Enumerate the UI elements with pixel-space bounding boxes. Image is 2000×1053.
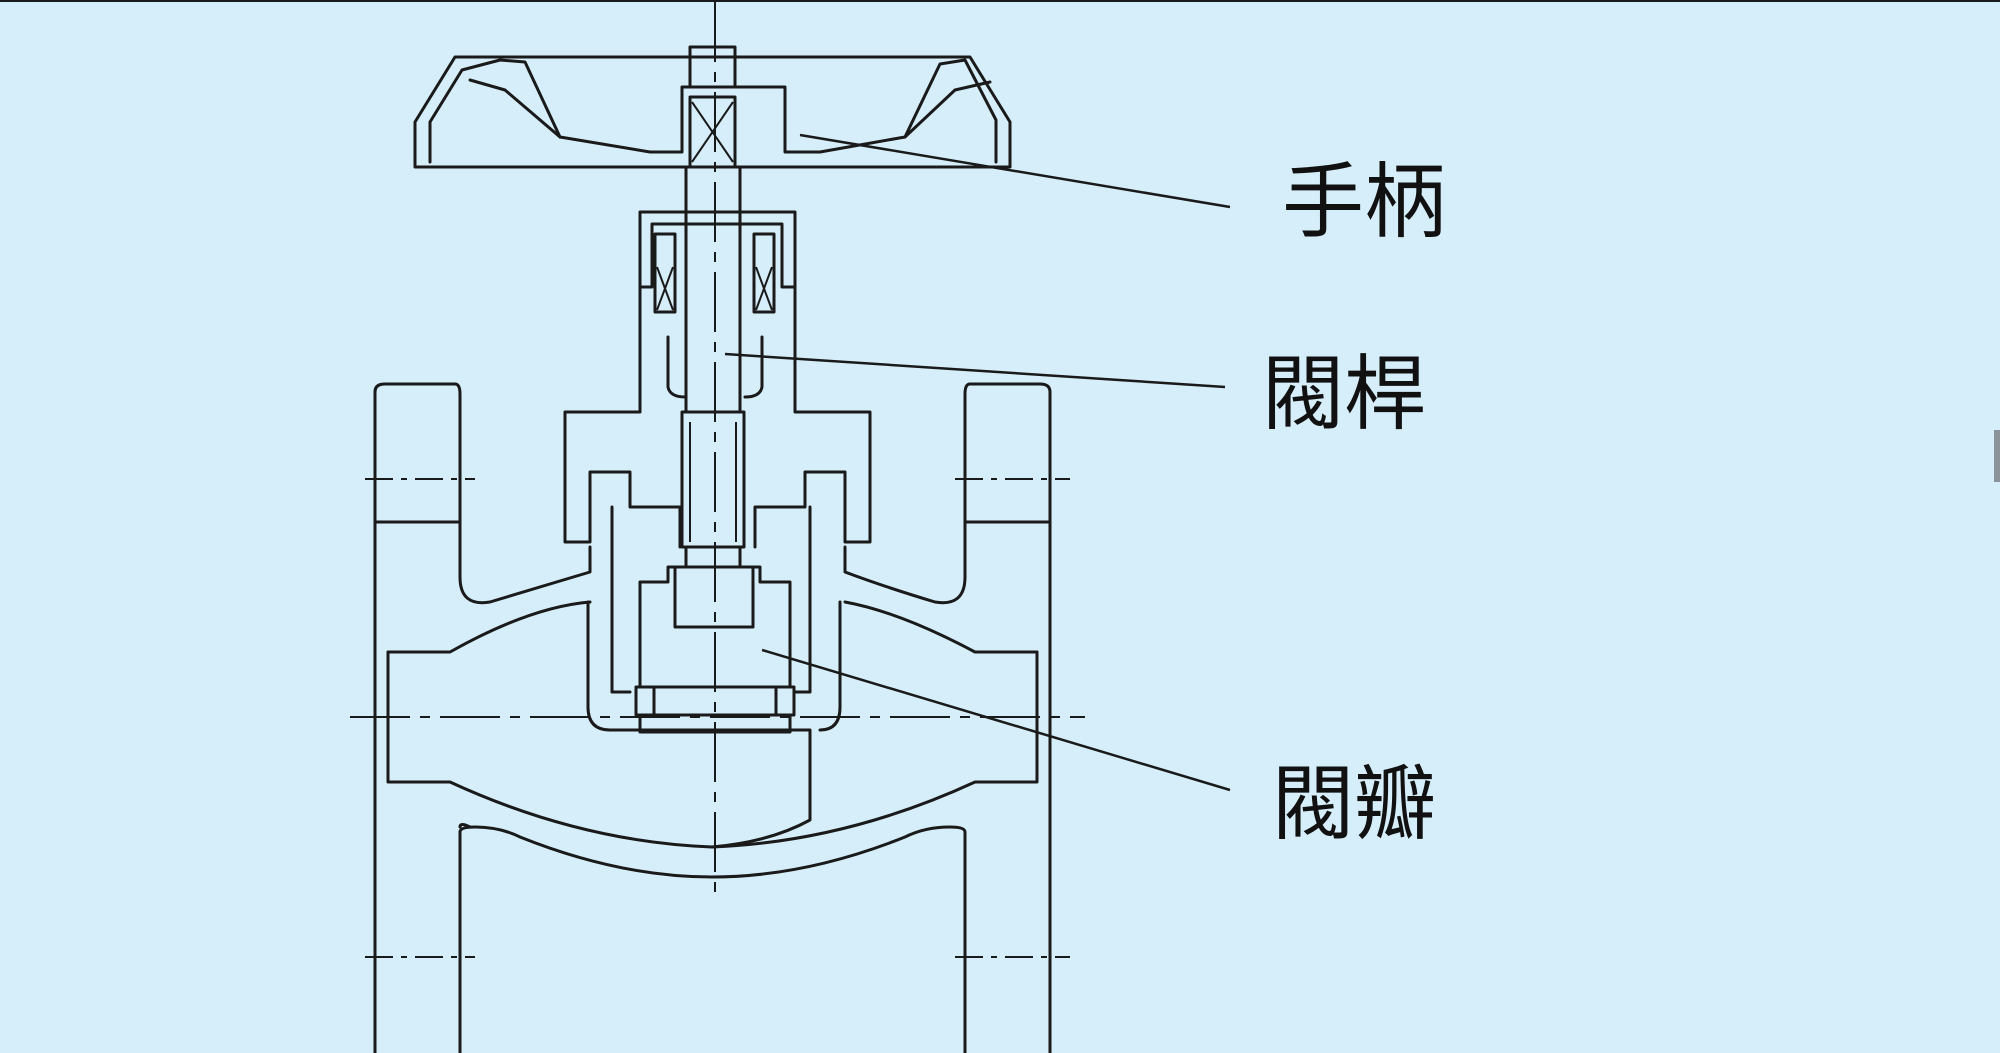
disc-leader-line [761,648,1231,792]
scrollbar-thumb[interactable] [1994,430,2000,482]
centerlines [350,2,1085,958]
valve-body [373,382,1052,1053]
handwheel [413,45,1012,169]
valve-stem [680,165,746,569]
handle-leader-line [799,133,1231,209]
disc-label: 閥瓣 [1272,757,1436,852]
packing-gland [563,210,872,549]
stem-leader-line [724,352,1226,389]
stem-label: 閥桿 [1262,347,1426,442]
handle-label: 手柄 [1282,155,1446,250]
